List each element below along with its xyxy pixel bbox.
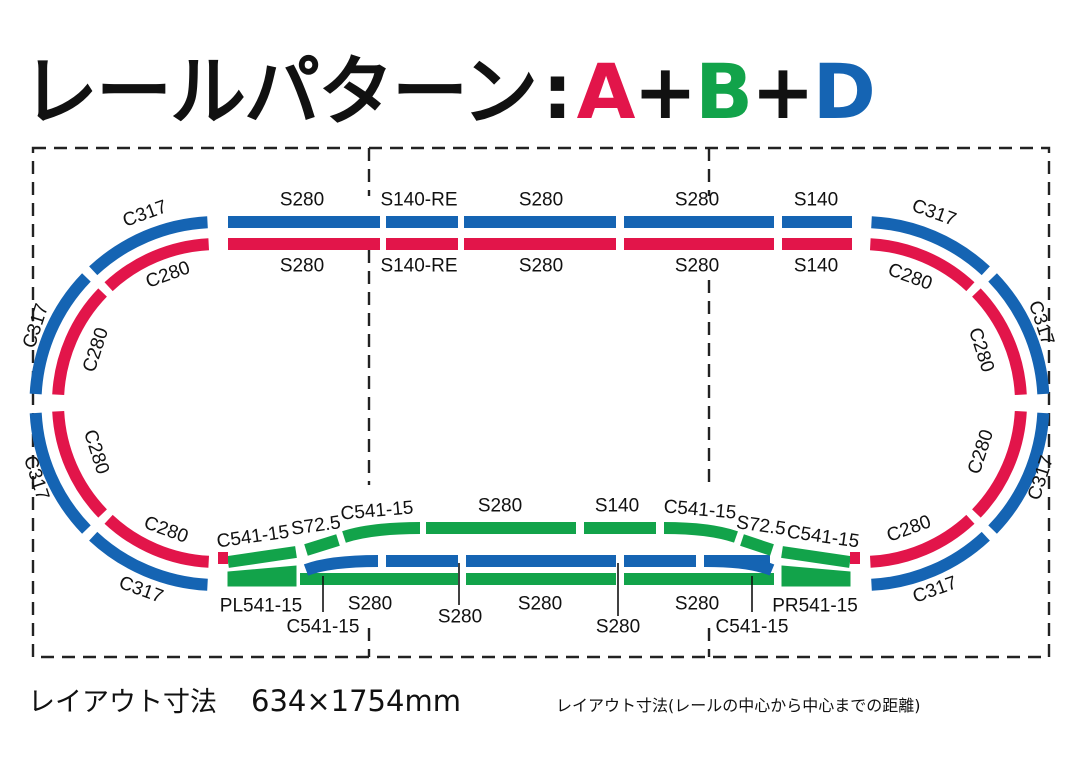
- track-label: S140-RE: [380, 256, 457, 277]
- track-outer-curve: [871, 216, 990, 276]
- track-label: S280: [675, 256, 719, 277]
- track-outer-curve: [988, 412, 1050, 534]
- track-label: S140: [794, 190, 838, 211]
- track-inner-curve: [869, 238, 975, 292]
- track-label: S280: [280, 190, 324, 211]
- track-label: C280: [964, 427, 998, 477]
- leader-lines: [322, 563, 753, 616]
- track-label: PR541-15: [772, 596, 858, 617]
- track-siding-curve: [342, 522, 421, 543]
- track-outer-curve: [89, 531, 208, 591]
- track-label: C280: [964, 325, 998, 375]
- track-label: C541-15: [785, 522, 860, 553]
- turnout-right: [781, 565, 851, 587]
- track-inner-curve: [52, 410, 107, 518]
- track-outer-curve: [988, 273, 1050, 395]
- track-label: S72.5: [735, 512, 787, 540]
- track-label: C541-15: [287, 617, 360, 638]
- track-label: S280: [519, 190, 563, 211]
- track-inner-curve: [104, 238, 210, 292]
- track-siding-straight: [740, 534, 774, 556]
- pattern-plus-2: +: [751, 47, 815, 136]
- track-label: C541-15: [716, 617, 789, 638]
- track-label: C541-15: [215, 522, 290, 553]
- track-outer-curve: [29, 273, 91, 395]
- track-label: S280: [519, 256, 563, 277]
- track-inner-curve: [104, 514, 210, 568]
- pattern-letter-b: B: [695, 47, 753, 136]
- track-inner-curve: [869, 514, 975, 568]
- dimensions-value: 634×1754mm: [251, 684, 461, 718]
- track-outer-curve: [871, 531, 990, 591]
- pattern-plus-1: +: [633, 47, 697, 136]
- pattern-letter-a: A: [576, 47, 636, 136]
- track-label: S280: [280, 256, 324, 277]
- turnout-left: [227, 565, 297, 587]
- track-siding-straight: [304, 534, 340, 556]
- track-label: S140: [794, 256, 838, 277]
- track-label: S280: [438, 607, 482, 628]
- track-label: S140: [595, 496, 639, 517]
- title-text: レールパターン: [22, 47, 538, 136]
- track-group: [29, 216, 1050, 591]
- page-title: レールパターン:A+B+D: [22, 42, 876, 142]
- layout-dimensions: レイアウト寸法 634×1754mm: [28, 680, 461, 719]
- track-label: S140-RE: [380, 190, 457, 211]
- track-inner-curve: [972, 288, 1027, 396]
- track-label: S280: [478, 496, 522, 517]
- layout-frame: [31, 146, 1051, 659]
- track-label: S280: [348, 594, 392, 615]
- track-siding-curve: [781, 546, 851, 568]
- track-label: S280: [675, 594, 719, 615]
- track-siding-curve: [227, 546, 297, 568]
- pattern-letter-d: D: [812, 47, 876, 136]
- track-label: C280: [884, 511, 934, 546]
- dimensions-note: レイアウト寸法(レールの中心から中心までの距離): [556, 696, 921, 715]
- track-label: C280: [79, 325, 113, 375]
- track-inner-curve: [52, 288, 107, 396]
- title-separator: :: [542, 47, 572, 136]
- track-label: S280: [518, 594, 562, 615]
- track-label: S280: [596, 617, 640, 638]
- track-outer-curve: [29, 412, 91, 534]
- track-passing-curve: [705, 555, 775, 576]
- track-outer-curve: [89, 216, 208, 276]
- track-label: PL541-15: [220, 596, 302, 617]
- track-passing-curve: [303, 555, 379, 576]
- track-label: S280: [675, 190, 719, 211]
- track-label: C280: [79, 427, 113, 477]
- dimensions-label: レイアウト寸法: [28, 687, 217, 718]
- track-inner-curve: [972, 410, 1027, 518]
- track-label: C541-15: [340, 497, 414, 524]
- track-label: C541-15: [663, 496, 737, 523]
- track-siding-curve: [663, 522, 738, 543]
